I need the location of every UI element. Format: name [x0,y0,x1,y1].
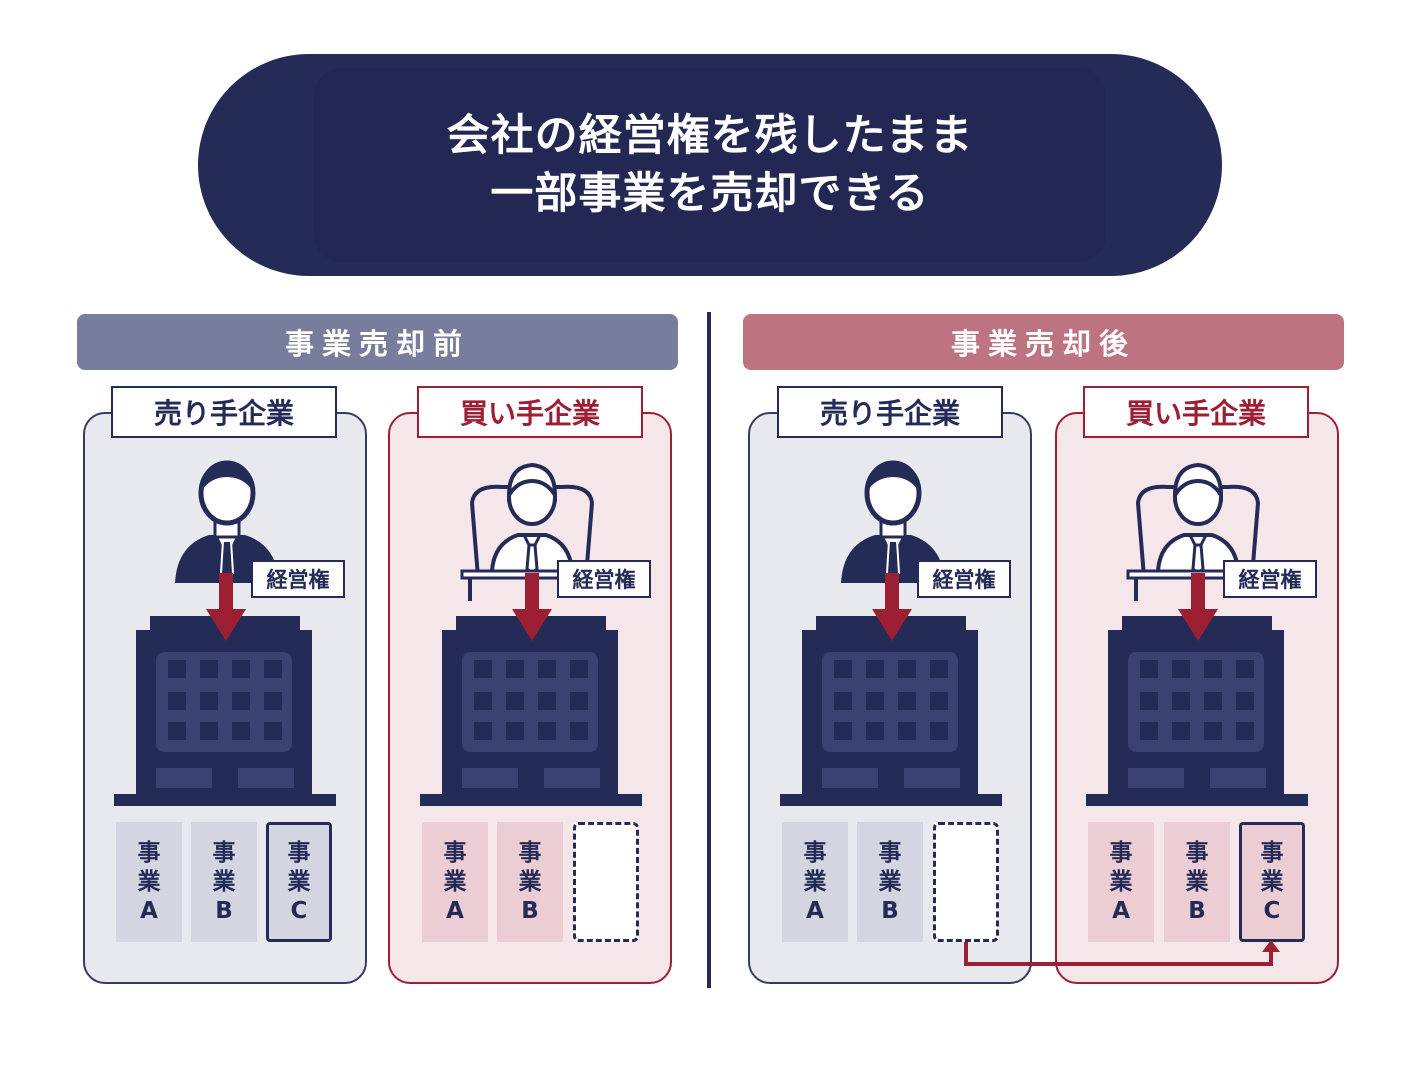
business-unit-char: 業 [1185,868,1209,895]
management-rights-label: 経営権 [557,560,651,598]
business-unit-char: 事 [137,839,161,866]
transfer-arrow-icon [964,940,1280,966]
business-unit-b: 事 業 B [1164,822,1230,942]
business-unit-letter: A [1112,897,1130,924]
empty-business-slot [573,822,639,942]
business-unit-char: 業 [1260,868,1284,895]
seller-person-icon [175,460,279,583]
headline-banner: 会社の経営権を残したまま 一部事業を売却できる [198,54,1222,276]
business-unit-c: 事 業 C [1239,822,1305,942]
business-unit-b: 事 業 B [857,822,923,942]
business-unit-char: 業 [212,868,236,895]
business-unit-c: 事 業 C [266,822,332,942]
management-rights-label: 経営権 [1223,560,1317,598]
business-unit-char: 事 [1109,839,1133,866]
business-unit-char: 事 [518,839,542,866]
business-unit-char: 業 [443,868,467,895]
seller-person-icon [841,460,945,583]
section-header-after: 事業売却後 [743,314,1344,370]
headline-line-1: 会社の経営権を残したまま [446,111,974,161]
business-unit-char: 事 [878,839,902,866]
buyer-label-after: 買い手企業 [1083,386,1309,438]
business-unit-char: 業 [518,868,542,895]
down-arrow-icon [872,573,912,641]
business-unit-letter: A [806,897,824,924]
seller-label-before: 売り手企業 [111,386,337,438]
seller-label-after: 売り手企業 [777,386,1003,438]
down-arrow-icon [206,573,246,641]
business-unit-letter: C [1263,897,1281,924]
business-unit-letter: A [140,897,158,924]
section-divider [707,312,711,988]
business-unit-char: 業 [878,868,902,895]
business-unit-letter: B [521,897,539,924]
empty-business-slot [933,822,999,942]
business-unit-char: 事 [1260,839,1284,866]
business-unit-char: 事 [1185,839,1209,866]
business-unit-letter: A [446,897,464,924]
headline-line-2: 一部事業を売却できる [490,169,930,219]
management-rights-label: 経営権 [251,560,345,598]
business-unit-a: 事 業 A [422,822,488,942]
business-unit-char: 業 [287,868,311,895]
business-unit-letter: B [881,897,899,924]
company-building-icon [420,616,642,806]
buyer-label-before: 買い手企業 [417,386,643,438]
business-unit-char: 業 [137,868,161,895]
company-building-icon [114,616,336,806]
business-unit-a: 事 業 A [782,822,848,942]
down-arrow-icon [1178,573,1218,641]
business-unit-b: 事 業 B [191,822,257,942]
business-unit-b: 事 業 B [497,822,563,942]
business-unit-a: 事 業 A [116,822,182,942]
down-arrow-icon [512,573,552,641]
headline-banner-inner: 会社の経営権を残したまま 一部事業を売却できる [314,68,1106,262]
business-unit-char: 事 [212,839,236,866]
business-unit-char: 事 [287,839,311,866]
business-unit-letter: B [215,897,233,924]
business-unit-letter: B [1188,897,1206,924]
business-unit-char: 業 [803,868,827,895]
business-unit-a: 事 業 A [1088,822,1154,942]
business-unit-char: 業 [1109,868,1133,895]
section-header-before: 事業売却前 [77,314,678,370]
business-unit-letter: C [290,897,308,924]
management-rights-label: 経営権 [917,560,1011,598]
business-unit-char: 事 [443,839,467,866]
business-unit-char: 事 [803,839,827,866]
